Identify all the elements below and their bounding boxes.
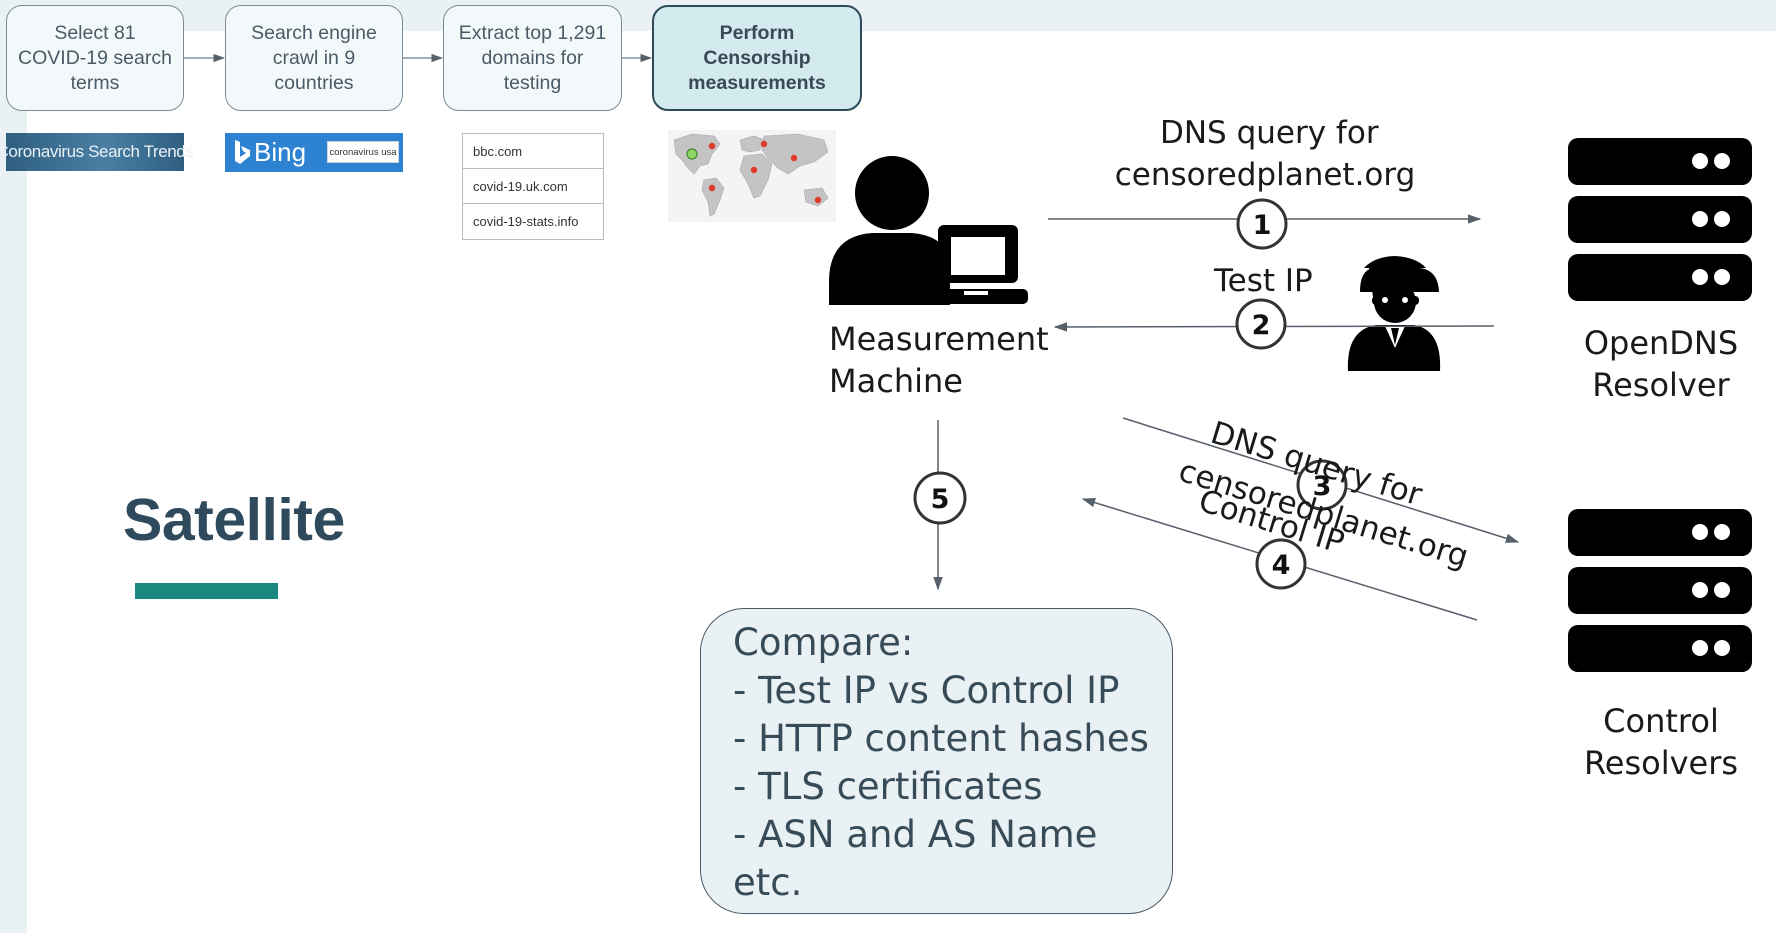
control-server-icon (1568, 509, 1752, 672)
step-circle-5: 5 (913, 471, 967, 525)
step-number: 3 (1313, 471, 1332, 502)
step-line: crawl in 9 (272, 46, 356, 69)
bing-logo-text: Bing (254, 136, 307, 167)
compare-line: - Test IP vs Control IP (733, 669, 1120, 712)
map-marker (760, 140, 768, 148)
step-line: domains for (481, 46, 584, 69)
step-number: 5 (931, 484, 950, 515)
compare-line: - ASN and AS Name (733, 813, 1098, 856)
asia-shape (761, 133, 829, 175)
step-perform-measurements: Perform Censorship measurements (652, 5, 862, 111)
measurement-machine-label: Measurement Machine (829, 318, 1049, 402)
page-title: Satellite (123, 487, 345, 553)
bing-search-query: coronavirus usa (329, 146, 397, 158)
step-line: COVID-19 search (18, 46, 172, 69)
step-line: testing (503, 71, 562, 94)
map-marker (790, 154, 798, 162)
resolver-label-line: OpenDNS (1583, 324, 1739, 362)
bing-screenshot: Bing coronavirus usa (225, 133, 403, 172)
resolver-label-line: Control (1603, 702, 1719, 740)
opendns-server-icon (1568, 138, 1752, 301)
step-circle-4: 4 (1255, 538, 1307, 590)
bing-search-box: coronavirus usa (327, 141, 399, 163)
spy-icon (1347, 256, 1441, 371)
step-search-crawl: Search engine crawl in 9 countries (225, 5, 403, 111)
map-marker (708, 142, 716, 150)
map-markers (686, 140, 822, 204)
map-marker-origin (686, 148, 698, 160)
step-line: Select 81 (54, 21, 136, 44)
step-select-terms: Select 81 COVID-19 search terms (6, 5, 184, 111)
dns-query-label-1: DNS query for (1160, 112, 1379, 154)
step-line: terms (70, 71, 120, 94)
africa-shape (739, 153, 773, 199)
step-line: measurements (688, 71, 826, 94)
step-number: 4 (1272, 550, 1291, 581)
test-ip-label: Test IP (1214, 263, 1313, 299)
compare-line: Compare: (733, 621, 914, 664)
map-marker (708, 184, 716, 192)
resolver-label-line: Resolvers (1583, 744, 1739, 782)
step-circle-3: 3 (1296, 459, 1348, 511)
dns-query-line: censoredplanet.org (1114, 157, 1416, 193)
compare-line: etc. (733, 861, 803, 904)
step-number: 1 (1253, 210, 1272, 241)
compare-box: Compare: - Test IP vs Control IP - HTTP … (700, 608, 1173, 914)
domain-row: bbc.com (463, 134, 603, 169)
step-circle-2: 2 (1235, 298, 1287, 350)
step-circle-1: 1 (1236, 198, 1288, 250)
title-underline (135, 583, 278, 599)
step-number: 2 (1252, 310, 1271, 341)
compare-line: - HTTP content hashes (733, 717, 1149, 760)
opendns-resolver-label: OpenDNS Resolver (1569, 322, 1753, 406)
step-line: Perform (719, 21, 795, 44)
step-extract-domains: Extract top 1,291 domains for testing (443, 5, 622, 111)
dns-query-line: DNS query for (1160, 115, 1379, 151)
world-map-image (668, 130, 836, 222)
machine-label-line: Machine (829, 362, 963, 400)
south-america-shape (701, 177, 725, 217)
step-line: Search engine (251, 21, 377, 44)
measurement-machine-icon (829, 156, 1028, 305)
domain-row: covid-19.uk.com (463, 169, 603, 204)
bing-logo: Bing (233, 137, 306, 167)
australia-shape (803, 187, 829, 207)
compare-line: - TLS certificates (733, 765, 1043, 808)
search-trends-label: Coronavirus Search Trends (0, 142, 194, 161)
step-line: Censorship (703, 46, 811, 69)
domain-list: bbc.com covid-19.uk.com covid-19-stats.i… (462, 133, 604, 240)
map-marker (750, 166, 758, 174)
domain-row: covid-19-stats.info (473, 214, 579, 229)
control-resolvers-label: Control Resolvers (1569, 700, 1753, 784)
resolver-label-line: Resolver (1592, 366, 1730, 404)
dns-query-domain-label-1: censoredplanet.org (1113, 154, 1417, 196)
step-line: countries (274, 71, 354, 94)
bing-b-icon (235, 140, 250, 164)
step-line: Extract top 1,291 (458, 21, 607, 44)
search-trends-banner: Coronavirus Search Trends (0, 133, 194, 171)
europe-shape (739, 135, 765, 153)
machine-label-line: Measurement (829, 320, 1049, 358)
map-marker (814, 196, 822, 204)
